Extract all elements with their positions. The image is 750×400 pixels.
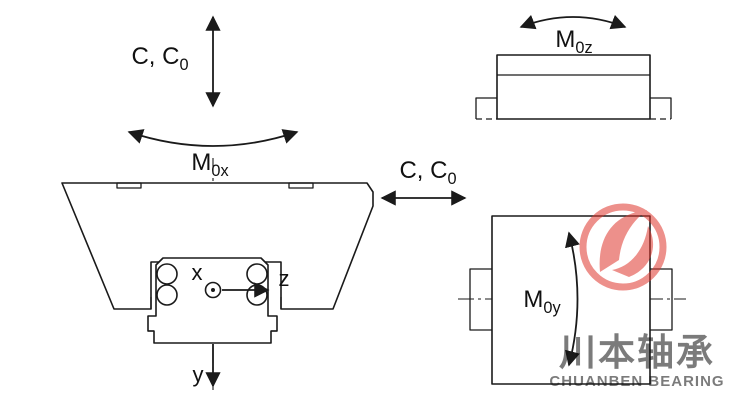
m0x-moment-arrow bbox=[127, 129, 299, 147]
carriage-top-notch-right bbox=[288, 182, 314, 189]
side-load-annotation: C, C0 bbox=[380, 157, 467, 206]
side-view-tab-left bbox=[469, 268, 492, 331]
top-view-tab-left bbox=[475, 97, 497, 119]
origin-dot bbox=[211, 288, 215, 292]
top-view-tab-right bbox=[650, 97, 672, 119]
m0x-label: M0x bbox=[191, 149, 228, 180]
side-view: M0y bbox=[458, 215, 686, 385]
ball-top-right bbox=[246, 263, 268, 285]
load-label-top: C, C0 bbox=[131, 43, 188, 74]
watermark-english-text: CHUANBEN BEARING bbox=[549, 373, 724, 390]
ball-top-left bbox=[156, 263, 178, 285]
side-view-tab-right bbox=[650, 268, 673, 331]
watermark-chinese-text: 川本轴承 bbox=[559, 332, 715, 373]
x-axis-label: x bbox=[192, 260, 203, 285]
top-view: M0z bbox=[475, 14, 672, 120]
m0z-label: M0z bbox=[555, 26, 592, 57]
ball-bottom-left bbox=[156, 284, 178, 306]
load-label-side: C, C0 bbox=[399, 157, 456, 188]
watermark-logo-ring bbox=[579, 203, 667, 291]
watermark-logo-swoosh-1 bbox=[599, 210, 647, 272]
m0z-moment-arrow bbox=[519, 14, 627, 30]
m0y-moment-arrow bbox=[565, 231, 580, 367]
m0y-label: M0y bbox=[523, 286, 561, 317]
top-view-body bbox=[496, 54, 651, 120]
ball-bottom-right bbox=[246, 284, 268, 306]
z-axis-label: z bbox=[279, 266, 290, 291]
watermark-logo-swoosh-2 bbox=[612, 226, 654, 277]
main-cross-section-view: C, C0 M0x x z y bbox=[61, 15, 374, 394]
carriage-top-notch-left bbox=[116, 182, 142, 189]
watermark: 川本轴承 CHUANBEN BEARING bbox=[549, 203, 724, 390]
y-axis-label: y bbox=[193, 362, 204, 387]
